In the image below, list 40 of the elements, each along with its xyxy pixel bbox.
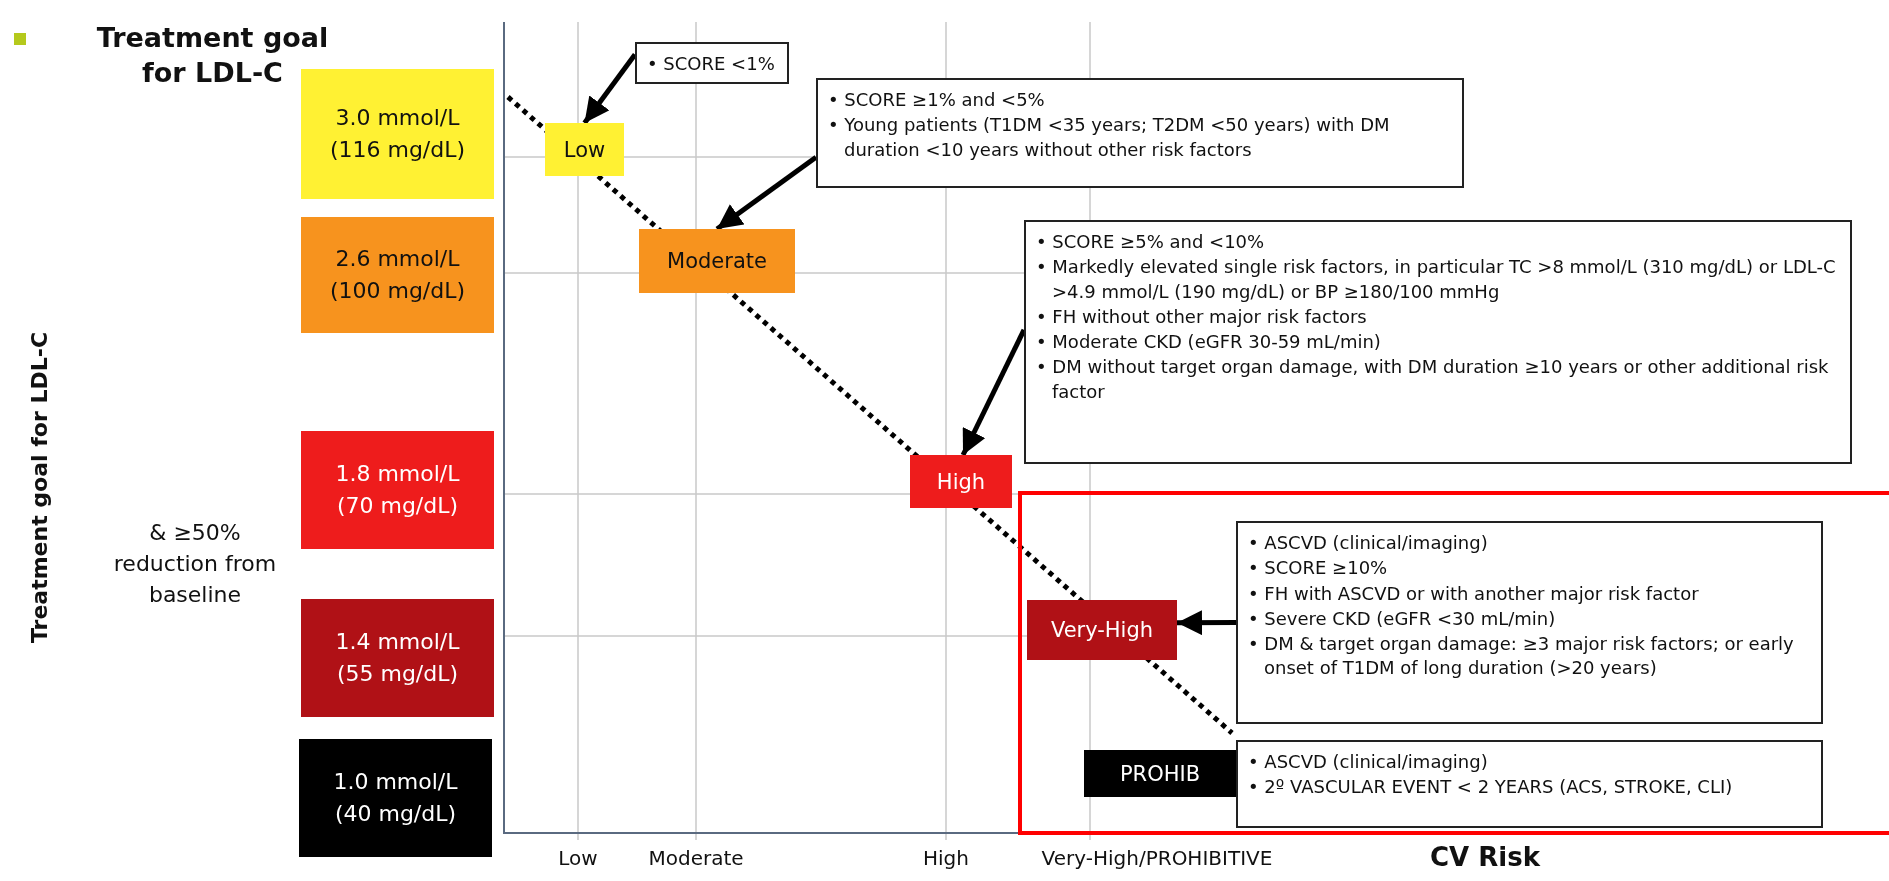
risk-level-box: High bbox=[910, 455, 1012, 508]
risk-level-box: Low bbox=[545, 123, 624, 176]
criteria-item: • Severe CKD (eGFR <30 mL/min) bbox=[1248, 606, 1557, 631]
criteria-item: • 2º VASCULAR EVENT < 2 YEARS (ACS, STROKE, CLI) bbox=[1248, 775, 1734, 800]
criteria-item: • ASCVD (clinical/imaging) bbox=[1248, 750, 1489, 774]
criteria-box bbox=[635, 42, 789, 84]
ldl-goal-box: 2.6 mmol/L (100 mg/dL) bbox=[301, 217, 494, 333]
arrow bbox=[582, 53, 637, 125]
arrow bbox=[715, 155, 818, 232]
risk-level-box: Moderate bbox=[639, 229, 795, 293]
criteria-box bbox=[816, 78, 1464, 188]
ldl-goal-box: 1.8 mmol/L (70 mg/dL) bbox=[301, 431, 494, 549]
criteria-box bbox=[1236, 521, 1823, 724]
axis-title: CV Risk bbox=[1429, 842, 1541, 872]
risk-level-box: PROHIB bbox=[1084, 750, 1236, 797]
criteria-item: • FH with ASCVD or with another major risk factor bbox=[1248, 581, 1700, 606]
arrow bbox=[1177, 610, 1236, 636]
axis-tick-label: High bbox=[922, 846, 970, 870]
axis-tick-label: Moderate bbox=[647, 846, 745, 870]
ldl-goal-box: 3.0 mmol/L (116 mg/dL) bbox=[301, 69, 494, 199]
criteria-item: • SCORE <1% bbox=[647, 52, 776, 76]
ldl-goal-box: 1.0 mmol/L (40 mg/dL) bbox=[299, 739, 492, 857]
axis-tick-label: Very-High/PROHIBITIVE bbox=[1040, 846, 1274, 870]
criteria-item: • DM & target organ damage: ≥3 major risk factors; or early onset of T1DM of long duration (>20 years) bbox=[1248, 632, 1795, 681]
ldl-goal-box: 1.4 mmol/L (55 mg/dL) bbox=[301, 599, 494, 717]
axis-tick-label: Low bbox=[557, 846, 599, 870]
criteria-item: • ASCVD (clinical/imaging) bbox=[1248, 531, 1489, 555]
criteria-item: • SCORE ≥1% and <5% bbox=[828, 88, 1046, 112]
criteria-item: • Young patients (T1DM <35 years; T2DM <50 years) with DM duration <10 years without other risk factors bbox=[828, 113, 1391, 162]
criteria-item: • Markedly elevated single risk factors, in particular TC >8 mmol/L (310 mg/dL) or LDL-C >4.9 mmol/L (190 mg/dL) or BP ≥180/100 mmHg bbox=[1036, 255, 1837, 304]
criteria-box bbox=[1236, 740, 1823, 828]
criteria-box bbox=[1024, 220, 1852, 464]
criteria-item: • Moderate CKD (eGFR 30-59 mL/min) bbox=[1036, 330, 1382, 355]
criteria-item: • SCORE ≥5% and <10% bbox=[1036, 230, 1266, 254]
criteria-item: • FH without other major risk factors bbox=[1036, 304, 1368, 329]
note-text: & ≥50% reduction from baseline bbox=[112, 519, 278, 609]
criteria-item: • SCORE ≥10% bbox=[1248, 556, 1389, 581]
risk-level-box: Very-High bbox=[1027, 600, 1177, 660]
axis-title: Treatment goal for LDL-C bbox=[26, 330, 52, 646]
criteria-item: • DM without target organ damage, with DM duration ≥10 years or other additional risk factor bbox=[1036, 355, 1830, 404]
